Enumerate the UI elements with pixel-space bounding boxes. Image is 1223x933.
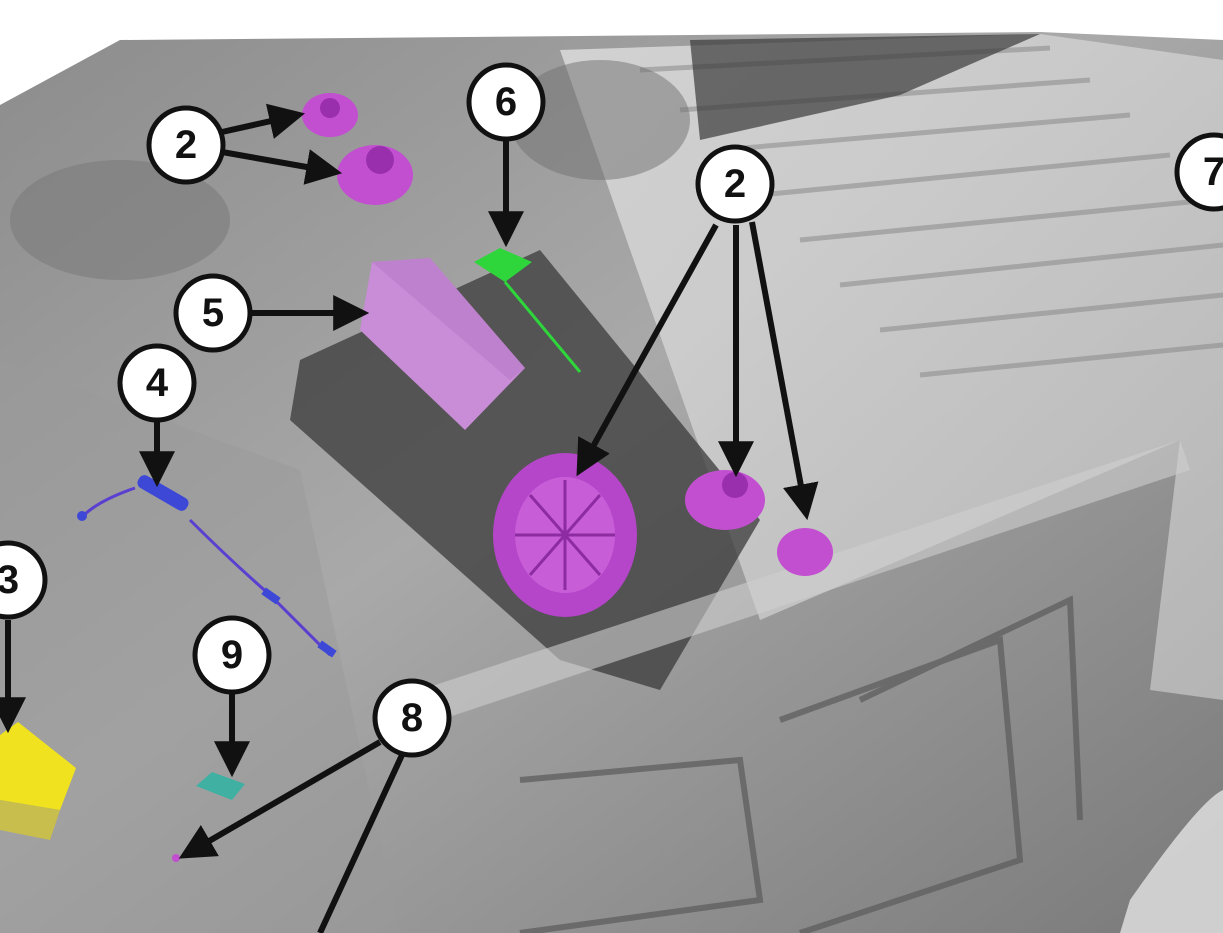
subwoofer [493, 453, 637, 617]
arrow-2-to-speaker-large [221, 149, 343, 185]
speaker-top-left-small [302, 93, 358, 137]
callout-label: 5 [202, 291, 224, 335]
callout-label: 2 [724, 162, 746, 206]
callout-9: 9 [192, 615, 272, 695]
speaker-top-left-large [337, 145, 413, 205]
callout-4: 4 [117, 343, 197, 423]
callout-5: 5 [173, 273, 253, 353]
yellow-module [0, 722, 76, 840]
arrow-2-to-speaker-small [221, 103, 306, 139]
leader-arrows [0, 103, 819, 933]
callout-label: 3 [0, 558, 19, 602]
callout-2-right: 2 [695, 144, 775, 224]
speaker-right-lower [777, 528, 833, 576]
callout-label: 8 [401, 696, 423, 740]
amplifier [360, 258, 525, 430]
callout-label: 4 [146, 361, 169, 405]
callouts: 2 6 2 7 5 4 3 9 [0, 62, 1223, 758]
callout-label: 2 [175, 123, 197, 167]
teal-module [196, 772, 245, 800]
small-purple-connector [172, 854, 180, 862]
callout-8: 8 [372, 678, 452, 758]
callout-2-top-left: 2 [146, 105, 226, 185]
arrow-8-down [317, 753, 405, 933]
green-module [474, 248, 582, 373]
callout-label: 6 [495, 80, 517, 124]
arrow-2-to-subwoofer [576, 223, 719, 477]
arrow-8-to-connector [178, 739, 382, 859]
arrow-2-to-speaker-right-lower [749, 221, 819, 521]
callout-7: 7 [1174, 132, 1223, 212]
callout-3: 3 [0, 540, 48, 620]
speaker-right-upper [685, 470, 765, 530]
callout-label: 9 [221, 633, 243, 677]
callout-6: 6 [466, 62, 546, 142]
callout-label: 7 [1203, 150, 1223, 194]
